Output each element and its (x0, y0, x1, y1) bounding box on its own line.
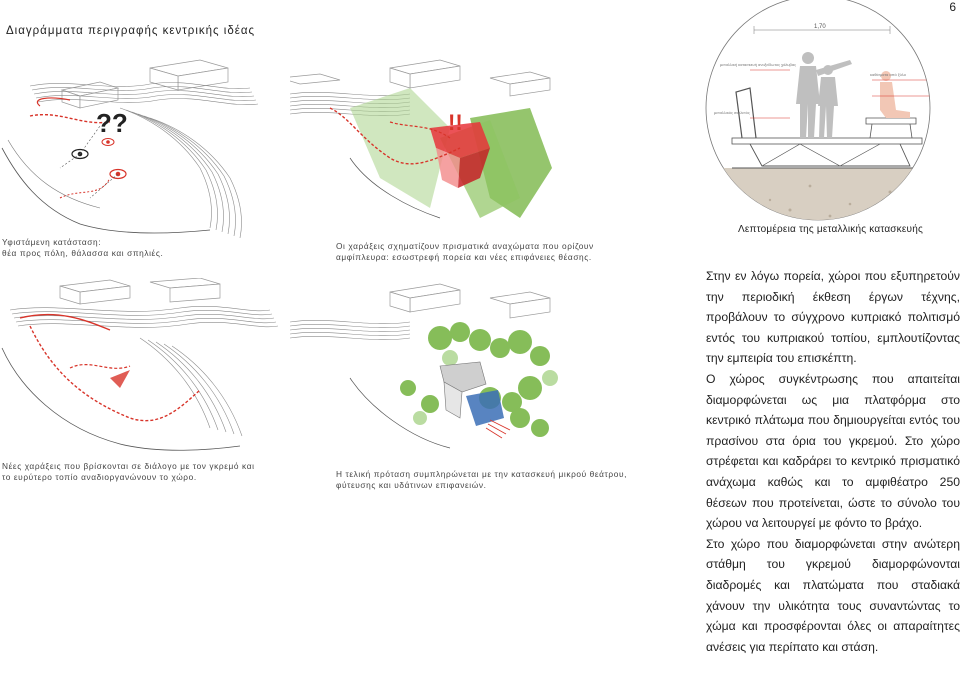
diagram-new-alignments (1, 278, 279, 451)
diagram-final-proposal (290, 283, 558, 449)
diagram-caption-final: Η τελική πρόταση συμπληρώνεται με την κα… (336, 469, 628, 490)
page-number: 6 (949, 0, 956, 14)
page-title: Διαγράμματα περιγραφής κεντρικής ιδέας (6, 25, 256, 37)
eye-icon (101, 138, 115, 146)
detail-caption: Λεπτομέρεια της μεταλλικής κατασκευής (735, 224, 926, 235)
diagram-existing-state: ?? (1, 59, 259, 239)
detail-dimension: 1,70 (814, 24, 826, 30)
diagram-caption-existing: Υφιστάμενη κατάσταση: θέα προς πόλη, θάλ… (2, 237, 164, 258)
diagram-prismatic-embankments: !! (290, 59, 552, 219)
description-text: Στην εν λόγω πορεία, χώροι που εξυπηρετο… (706, 266, 960, 657)
question-marks: ?? (96, 108, 128, 138)
person-silhouette (818, 65, 838, 138)
metal-detail-drawing: 1,70 μεταλλική κατασκευή ανοξείδωτος χάλ… (705, 0, 931, 223)
seated-person (880, 71, 910, 118)
detail-note-2: μεταλλικός σκελετός (714, 110, 750, 115)
diagram-caption-prismatic: Οι χαράξεις σχηματίζουν πρισματικά αναχώ… (336, 241, 594, 262)
detail-note-1: μεταλλική κατασκευή ανοξείδωτος χάλυβας (720, 62, 796, 67)
detail-note-4: σκυρόδεμα θεμελίωσης (860, 218, 902, 223)
detail-note-3: καθίσματα από ξύλο (870, 72, 907, 77)
prism-shape (430, 122, 490, 188)
diagram-caption-new-alignments: Νέες χαράξεις που βρίσκονται σε διάλογο … (2, 461, 255, 482)
body-paragraph: Στην εν λόγω πορεία, χώροι που εξυπηρετο… (706, 269, 960, 366)
exclamation-marks: !! (448, 110, 463, 135)
water-surface (466, 390, 504, 426)
body-paragraph: Στο χώρο που διαμορφώνεται στην ανώτερη … (706, 536, 960, 654)
body-paragraph: Ο χώρος συγκέντρωσης που απαιτείται διαμ… (706, 371, 960, 531)
